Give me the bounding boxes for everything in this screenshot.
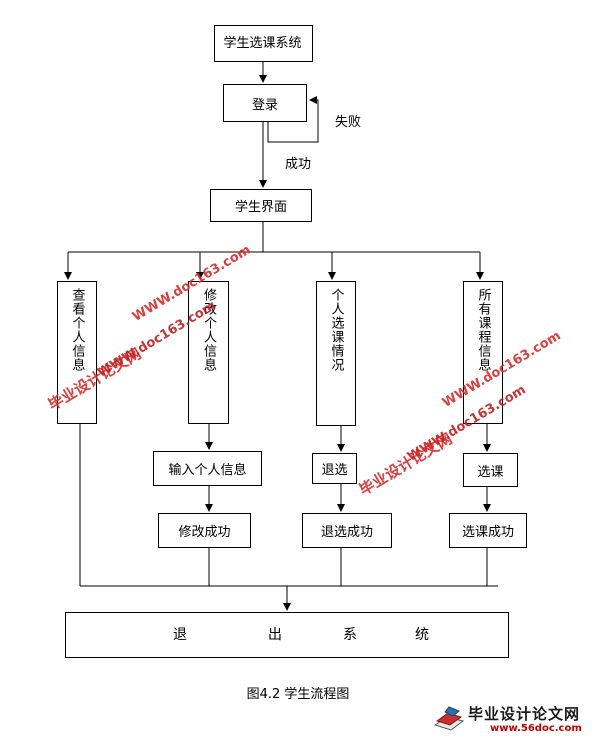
exit-char-2: 出 (268, 627, 282, 643)
exit-char-1: 退 (173, 627, 187, 643)
student-ui-node: 学生界面 (210, 189, 312, 222)
figure-caption: 图4.2 学生流程图 (246, 687, 350, 702)
system-title-node: 学生选课系统 (214, 25, 313, 62)
drop-success-node: 退选成功 (302, 513, 392, 548)
all-courses-node: 所有课程信息 (463, 281, 503, 424)
drop-success-text: 退选成功 (320, 525, 373, 540)
view-info-text: 查看个人信息 (69, 288, 85, 372)
select-success-text: 选课成功 (461, 525, 514, 540)
logo-url: www.56doc.com (490, 723, 582, 734)
system-title-text: 学生选课系统 (223, 36, 302, 51)
book-icon (433, 706, 465, 731)
fail-label: 失败 (335, 115, 362, 130)
personal-courses-node: 个人选课情况 (316, 281, 356, 426)
personal-courses-text: 个人选课情况 (328, 288, 344, 372)
drop-text: 退选 (321, 463, 348, 478)
select-text: 选课 (477, 464, 504, 480)
input-info-text: 输入个人信息 (168, 463, 247, 478)
login-text: 登录 (251, 97, 278, 113)
exit-char-3: 系 (343, 627, 357, 643)
student-ui-text: 学生界面 (234, 200, 287, 215)
logo-name: 毕业设计论文网 (468, 705, 581, 723)
all-courses-text: 所有课程信息 (475, 288, 491, 372)
modify-success-node: 修改成功 (158, 513, 251, 548)
view-info-node: 查看个人信息 (57, 281, 97, 424)
input-info-node: 输入个人信息 (153, 451, 262, 486)
exit-system-node (65, 612, 509, 658)
drop-node: 退选 (312, 453, 357, 484)
select-node: 选课 (463, 453, 518, 487)
modify-info-node: 修改个人信息 (188, 281, 229, 424)
modify-success-text: 修改成功 (178, 525, 231, 540)
success-label: 成功 (285, 157, 312, 172)
select-success-node: 选课成功 (449, 513, 527, 548)
modify-info-text: 修改个人信息 (201, 288, 216, 372)
login-node: 登录 (223, 84, 307, 122)
exit-char-4: 统 (415, 627, 429, 643)
site-logo: 毕业设计论文网 www.56doc.com (430, 703, 590, 735)
